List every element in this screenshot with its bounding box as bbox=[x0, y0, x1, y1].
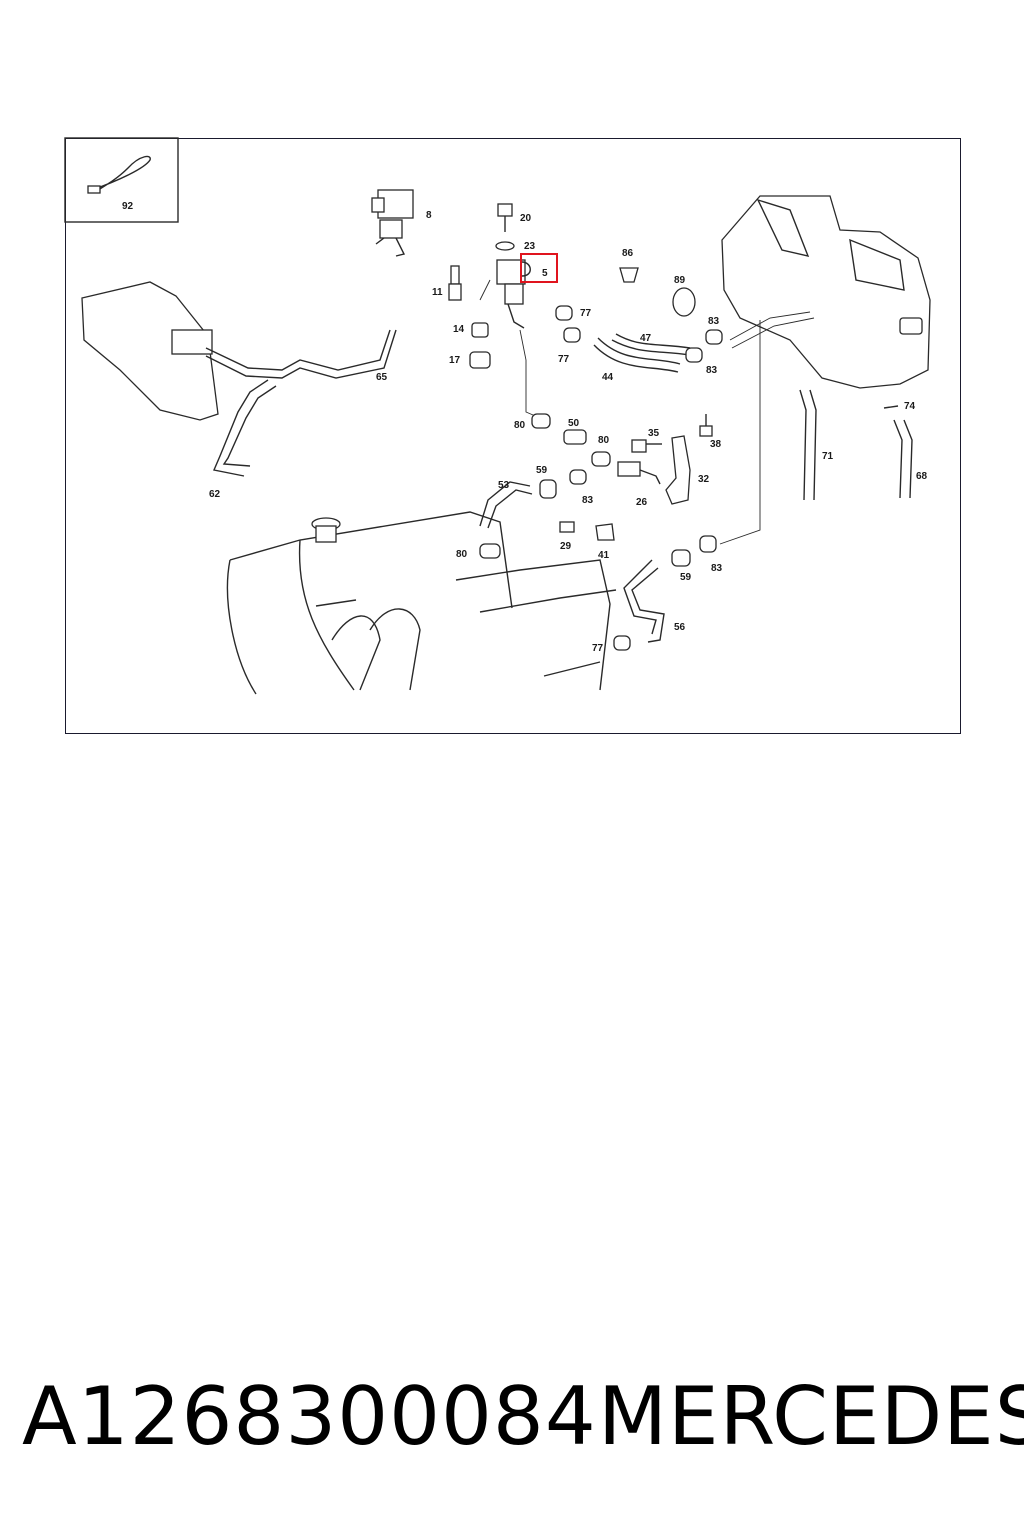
clamp-part-80-b bbox=[591, 451, 611, 467]
callout: 80 bbox=[456, 549, 468, 560]
hose-part-71 bbox=[799, 389, 807, 501]
clamp-part-80-a bbox=[531, 413, 551, 429]
clamp-part-83-b bbox=[685, 347, 703, 363]
callout: 80 bbox=[514, 420, 526, 431]
callout-highlighted: 5 bbox=[542, 268, 548, 279]
callout: 83 bbox=[582, 495, 594, 506]
clamp-part-83-a bbox=[705, 329, 723, 345]
callout: 35 bbox=[648, 428, 660, 439]
grommet-part-59-b bbox=[671, 549, 691, 567]
callout: 50 bbox=[568, 418, 580, 429]
callout: 62 bbox=[209, 489, 221, 500]
washer-part-23 bbox=[495, 241, 515, 251]
callout: 32 bbox=[698, 474, 710, 485]
callout: 77 bbox=[558, 354, 570, 365]
callout: 17 bbox=[449, 355, 461, 366]
clamp-part-83-c bbox=[569, 469, 587, 485]
nut-part-17 bbox=[469, 351, 491, 369]
callout: 56 bbox=[674, 622, 686, 633]
bushing-part-14 bbox=[471, 322, 489, 338]
hose-part-68 bbox=[893, 419, 903, 499]
clip-part-74 bbox=[883, 405, 899, 409]
tank-assembly bbox=[721, 195, 931, 389]
callout: 23 bbox=[524, 241, 536, 252]
callout: 80 bbox=[598, 435, 610, 446]
callout: 59 bbox=[680, 572, 692, 583]
callout: 41 bbox=[598, 550, 610, 561]
valve-part-5 bbox=[496, 259, 531, 329]
clamp-part-77-a bbox=[555, 305, 573, 321]
inset-box bbox=[64, 137, 179, 223]
valve-part-8 bbox=[371, 189, 414, 257]
callout: 77 bbox=[592, 643, 604, 654]
callout: 71 bbox=[822, 451, 834, 462]
hose-part-44 bbox=[593, 344, 679, 373]
cable-tie-part bbox=[87, 155, 151, 194]
filter-part-50 bbox=[563, 429, 587, 445]
connector-part-26 bbox=[617, 461, 661, 485]
engine-block bbox=[226, 511, 617, 695]
parts-diagram: 92 8 20 23 5 11 86 89 14 77 47 83 17 77 … bbox=[64, 137, 931, 695]
hose-part-56 bbox=[631, 567, 665, 643]
callout: 11 bbox=[432, 287, 443, 298]
part-number: A1268300084 bbox=[22, 1370, 597, 1463]
clip-part-41 bbox=[595, 523, 615, 541]
callout: 8 bbox=[426, 210, 432, 221]
callout: 83 bbox=[708, 316, 720, 327]
callout: 86 bbox=[622, 248, 634, 259]
hose-part-53 bbox=[487, 489, 533, 529]
callout: 89 bbox=[674, 275, 686, 286]
clamp-part-80-c bbox=[479, 543, 501, 559]
callout: 29 bbox=[560, 541, 572, 552]
clamp-part-83-d bbox=[699, 535, 717, 553]
part-footer: A1268300084 MERCEDES bbox=[0, 1370, 1024, 1470]
cap-part-89 bbox=[672, 287, 696, 317]
reservoir-left bbox=[81, 281, 397, 477]
callout: 83 bbox=[706, 365, 718, 376]
clamp-part-77-c bbox=[613, 635, 631, 651]
screw-part-38 bbox=[699, 414, 713, 437]
plug-part-11 bbox=[448, 265, 462, 301]
callout: 92 bbox=[122, 201, 134, 212]
grommet-part-86 bbox=[619, 267, 639, 283]
brand-name: MERCEDES bbox=[598, 1370, 1024, 1463]
clamp-part-77-b bbox=[563, 327, 581, 343]
hose-part-47 bbox=[611, 339, 691, 356]
callout-labels: 92 8 20 23 5 11 86 89 14 77 47 83 17 77 … bbox=[122, 201, 928, 654]
bracket-part-32 bbox=[665, 435, 691, 505]
callout: 53 bbox=[498, 480, 510, 491]
callout: 77 bbox=[580, 308, 592, 319]
screw-part-35 bbox=[631, 439, 662, 453]
callout: 14 bbox=[453, 324, 465, 335]
grommet-part-59-a bbox=[539, 479, 557, 499]
highlight-box-5 bbox=[520, 253, 558, 283]
clip-part-29 bbox=[559, 521, 575, 533]
callout: 74 bbox=[904, 401, 916, 412]
callout: 47 bbox=[640, 333, 652, 344]
callout: 83 bbox=[711, 563, 723, 574]
callout: 68 bbox=[916, 471, 928, 482]
bolt-part-20 bbox=[497, 203, 513, 232]
callout: 44 bbox=[602, 372, 614, 383]
callout: 26 bbox=[636, 497, 648, 508]
callout: 20 bbox=[520, 213, 532, 224]
callout: 38 bbox=[710, 439, 722, 450]
callout: 65 bbox=[376, 372, 388, 383]
callout: 59 bbox=[536, 465, 548, 476]
